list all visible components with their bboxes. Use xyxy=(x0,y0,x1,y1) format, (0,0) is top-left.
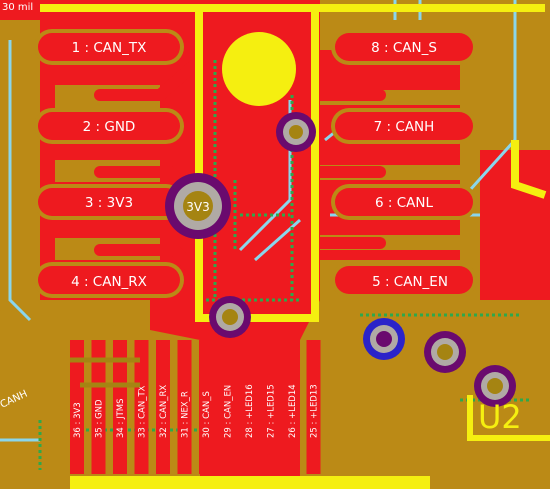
pad-label: 8 : CAN_S xyxy=(371,40,437,56)
ic-pin-row: 36 : 3V3 35 : GND 34 : JTMS 33 : CAN_TX 32 :… xyxy=(70,340,321,474)
pin1-marker xyxy=(222,32,296,106)
ic-pin[interactable]: 30 : CAN_S xyxy=(199,340,213,474)
ic-pin-pad xyxy=(285,340,299,474)
ic-pin[interactable]: 29 : CAN_EN xyxy=(220,340,235,474)
ic-pin-label: 31 : NEX_R xyxy=(181,391,191,438)
connector-pad-2[interactable]: 2 : GND xyxy=(34,108,184,144)
ic-pin[interactable]: 31 : NEX_R xyxy=(177,340,192,474)
ic-pin-label: 35 : GND xyxy=(95,399,105,438)
ic-pin[interactable]: 34 : JTMS xyxy=(113,340,127,474)
copper-pour-right xyxy=(320,0,550,300)
copper-pour-left xyxy=(0,20,150,330)
ic-pin-pad xyxy=(306,340,321,474)
ic-pin[interactable]: 28 : +LED16 xyxy=(242,340,256,474)
copper-pour-bottom-right xyxy=(300,300,550,489)
connector-pads-left: 1 : CAN_TX 2 : GND 3 : 3V3 4 : CAN_RX xyxy=(34,29,184,298)
ic-pin-pad xyxy=(134,340,149,474)
ic-pin-label: 36 : 3V3 xyxy=(73,402,83,438)
ic-pin-pad xyxy=(199,340,213,474)
ic-pin-label: 30 : CAN_S xyxy=(202,391,212,438)
ic-pin-pad xyxy=(156,340,170,474)
via[interactable] xyxy=(474,365,516,407)
pad-label: 4 : CAN_RX xyxy=(71,274,147,290)
connector-pad-8[interactable]: 8 : CAN_S xyxy=(331,29,477,65)
ic-pin[interactable]: 27 : +LED15 xyxy=(263,340,278,474)
ic-pin[interactable]: 25 : +LED13 xyxy=(306,340,321,474)
u2-label: U2 xyxy=(478,398,522,436)
u1-silkscreen xyxy=(70,357,140,388)
via[interactable] xyxy=(424,331,466,373)
connector-pad-5[interactable]: 5 : CAN_EN xyxy=(331,262,477,298)
via[interactable] xyxy=(209,296,251,338)
pad-label: 2 : GND xyxy=(83,119,136,135)
bottom-silk-bar xyxy=(70,476,430,489)
ic-pin-pad xyxy=(70,340,84,474)
ic-pin-pad xyxy=(263,340,278,474)
pad-label: 5 : CAN_EN xyxy=(372,274,448,290)
pad-label: 1 : CAN_TX xyxy=(72,40,147,56)
component-outline xyxy=(40,4,545,322)
pad-label: 6 : CANL xyxy=(375,195,433,211)
ic-pin-label: 27 : +LED15 xyxy=(267,384,277,438)
connector-pads-right: 8 : CAN_S 7 : CANH 6 : CANL 5 : CAN_EN xyxy=(331,29,477,298)
ic-pin-pad xyxy=(91,340,106,474)
ic-pin-pad xyxy=(220,340,235,474)
connector-pad-4[interactable]: 4 : CAN_RX xyxy=(34,262,184,298)
connector-pad-3[interactable]: 3 : 3V3 xyxy=(34,184,184,220)
ic-pin[interactable]: 33 : CAN_TX xyxy=(134,340,149,474)
ic-pin-pad xyxy=(242,340,256,474)
pad-label: 3 : 3V3 xyxy=(85,195,133,211)
signal-traces xyxy=(94,54,386,301)
ic-pin-pad xyxy=(113,340,127,474)
connector-pad-6[interactable]: 6 : CANL xyxy=(331,184,477,220)
via[interactable] xyxy=(276,112,316,152)
ic-pin-label: 34 : JTMS xyxy=(116,398,126,438)
ic-pin-label: 32 : CAN_RX xyxy=(159,385,169,438)
ic-pin-label: 26 : +LED14 xyxy=(288,384,298,438)
ic-pin[interactable]: 26 : +LED14 xyxy=(285,340,299,474)
ic-pin-label: 29 : CAN_EN xyxy=(224,385,234,438)
ic-pin-label: 28 : +LED16 xyxy=(245,384,255,438)
u1-refdes-silk xyxy=(511,140,547,199)
ic-pin[interactable]: 35 : GND xyxy=(91,340,106,474)
u2-refdes: U2 xyxy=(467,395,550,441)
corner-label: 30 mil xyxy=(2,2,33,13)
pad-label: 7 : CANH xyxy=(374,119,435,135)
via-large[interactable]: 3V3 xyxy=(165,173,231,239)
via[interactable] xyxy=(363,318,405,360)
ic-pin-label: 25 : +LED13 xyxy=(310,384,320,438)
connector-pad-1[interactable]: 1 : CAN_TX xyxy=(34,29,184,65)
ic-pin[interactable]: 36 : 3V3 xyxy=(70,340,84,474)
via-net-label: 3V3 xyxy=(186,200,209,214)
ic-pin-label: 33 : CAN_TX xyxy=(138,385,148,438)
connector-pad-7[interactable]: 7 : CANH xyxy=(331,108,477,144)
ic-pin-pad xyxy=(177,340,192,474)
ic-pin[interactable]: 32 : CAN_RX xyxy=(156,340,170,474)
